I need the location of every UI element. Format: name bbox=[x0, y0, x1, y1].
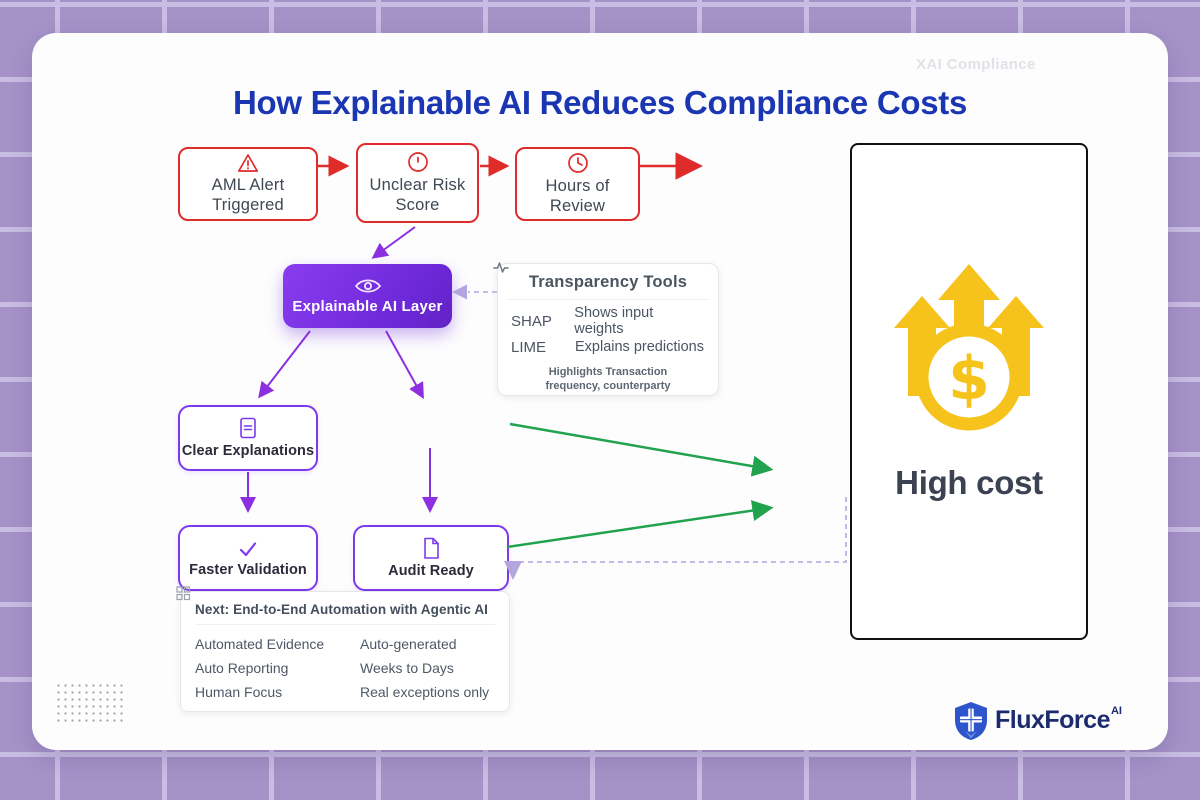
clock-icon bbox=[567, 152, 588, 173]
tool-name: LIME bbox=[511, 338, 547, 356]
gauge-alert-icon bbox=[407, 151, 428, 172]
transparency-tools-panel: Transparency Tools SHAP Shows input weig… bbox=[493, 262, 719, 396]
panel-title: Next: End-to-End Automation with Agentic… bbox=[195, 602, 489, 617]
cost-label: High cost bbox=[895, 464, 1043, 501]
next-row: Automated Evidence Auto-generated bbox=[195, 636, 457, 652]
grid-dots-icon bbox=[176, 586, 191, 601]
node-label: AML Alert Triggered bbox=[211, 175, 285, 214]
node-hours-review: Hours of Review bbox=[515, 147, 640, 221]
node-label: Audit Ready bbox=[388, 563, 474, 579]
eye-icon bbox=[354, 279, 381, 293]
page-title: How Explainable AI Reduces Compliance Co… bbox=[232, 84, 968, 121]
node-aml-alert: AML Alert Triggered bbox=[178, 147, 318, 221]
tool-name: SHAP bbox=[511, 312, 552, 330]
brand-logo: FluxForce AI bbox=[953, 701, 1122, 741]
node-label: Unclear Risk Score bbox=[369, 175, 466, 214]
panel-note: Highlights Transaction frequency, counte… bbox=[545, 366, 671, 392]
next-row: Auto Reporting Weeks to Days bbox=[195, 660, 454, 676]
node-label: Explainable AI Layer bbox=[292, 298, 443, 315]
check-icon bbox=[239, 541, 257, 556]
shield-logo-icon bbox=[955, 702, 987, 740]
file-icon bbox=[424, 537, 439, 559]
pulse-icon bbox=[493, 262, 509, 273]
divider bbox=[508, 299, 708, 300]
rising-cost-icon: $ bbox=[894, 264, 1044, 431]
panel-title: Transparency Tools bbox=[528, 273, 688, 291]
node-unclear-risk: Unclear Risk Score bbox=[356, 143, 479, 223]
tool-desc: Shows input weights bbox=[574, 305, 654, 337]
dot-pattern bbox=[55, 682, 125, 722]
node-explainable-ai-layer: Explainable AI Layer bbox=[283, 264, 452, 328]
high-cost-box: $ High cost bbox=[850, 143, 1088, 640]
next-steps-panel: Next: End-to-End Automation with Agentic… bbox=[176, 586, 510, 712]
node-label: Faster Validation bbox=[189, 561, 307, 578]
warning-triangle-icon bbox=[237, 153, 259, 172]
document-lines-icon bbox=[240, 417, 256, 439]
watermark-text: XAI Compliance bbox=[916, 56, 1036, 73]
svg-text:$: $ bbox=[948, 344, 990, 414]
node-faster-validation: Faster Validation bbox=[178, 525, 318, 591]
node-audit-ready: Audit Ready bbox=[353, 525, 509, 591]
tool-row: SHAP Shows input weights bbox=[511, 305, 705, 337]
node-label: Clear Explanations bbox=[181, 443, 315, 459]
next-row: Human Focus Real exceptions only bbox=[195, 684, 490, 700]
brand-suffix: AI bbox=[1110, 705, 1122, 717]
brand-name: FluxForce bbox=[995, 706, 1110, 734]
node-clear-explanations: Clear Explanations bbox=[178, 405, 318, 471]
tool-desc: Explains predictions bbox=[575, 339, 704, 355]
tool-row: LIME Explains predictions bbox=[511, 334, 705, 360]
divider bbox=[195, 624, 495, 625]
node-label: Hours of Review bbox=[545, 176, 610, 215]
